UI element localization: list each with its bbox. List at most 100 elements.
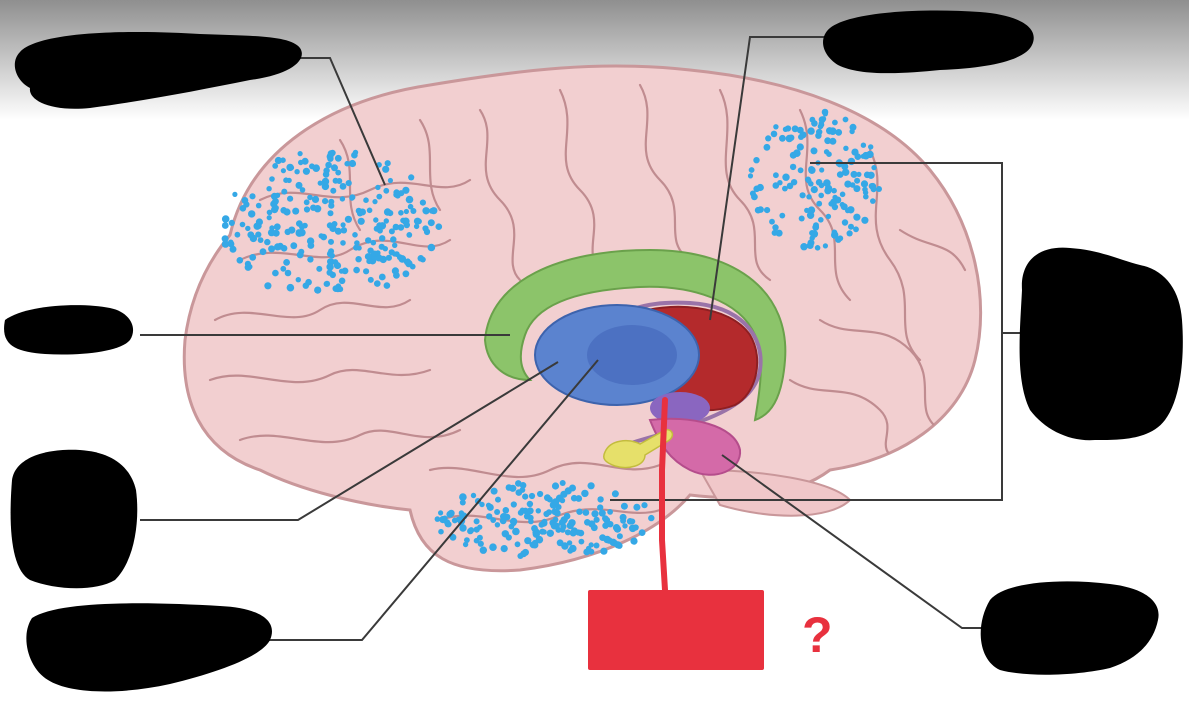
cortical-dot xyxy=(567,547,574,554)
cortical-dot xyxy=(528,492,536,500)
cortical-dot xyxy=(393,272,400,279)
cortical-dot xyxy=(280,168,286,174)
cortical-dot xyxy=(372,199,378,205)
cortical-dot xyxy=(870,186,877,193)
cortical-dot xyxy=(267,228,276,237)
cortical-dot xyxy=(853,226,859,233)
leader-line-top-right xyxy=(709,36,835,321)
cortical-dot xyxy=(364,253,372,260)
cortical-dot xyxy=(398,210,404,216)
redaction-left-middle xyxy=(4,305,134,355)
cortical-dot xyxy=(328,238,334,245)
cortical-dot xyxy=(321,177,330,186)
cortical-dot xyxy=(641,502,648,509)
cortical-dot xyxy=(392,223,400,231)
cortical-dot xyxy=(340,222,346,228)
cortical-dot xyxy=(239,205,247,212)
cortical-dot xyxy=(510,520,517,527)
cortical-dot xyxy=(408,174,415,181)
cortical-dot xyxy=(602,515,609,522)
cortical-dot xyxy=(822,111,828,117)
cortical-dot xyxy=(290,242,298,250)
cortical-dot xyxy=(264,238,271,246)
redaction-bottom-left xyxy=(26,603,272,692)
cortical-dot xyxy=(479,501,485,508)
cortical-dot xyxy=(477,540,484,547)
cortical-dot xyxy=(529,541,535,548)
cortical-dot xyxy=(269,225,275,231)
cortical-dot xyxy=(349,194,356,201)
cortical-dot xyxy=(566,522,574,530)
cortical-dot xyxy=(355,256,362,263)
cortical-dot xyxy=(593,516,600,523)
cortical-dot xyxy=(353,266,360,274)
cortical-dot xyxy=(793,149,801,157)
cortical-dot xyxy=(467,527,474,535)
red-pointer-line xyxy=(659,397,668,593)
cortical-dot xyxy=(470,492,477,499)
cortical-dot xyxy=(459,499,466,506)
cortical-dot xyxy=(365,237,372,244)
cortical-dot xyxy=(266,209,273,216)
cortical-dot xyxy=(419,199,426,206)
cortical-dot xyxy=(597,504,604,511)
cortical-dot xyxy=(829,137,837,145)
cortical-dot xyxy=(328,198,335,205)
cortical-dot xyxy=(806,242,814,249)
cortical-dot xyxy=(259,248,267,256)
cortical-dot xyxy=(390,236,397,243)
cortical-dot xyxy=(818,192,824,199)
cortical-dot xyxy=(327,210,334,217)
cortical-dot xyxy=(844,180,852,188)
cortical-dot xyxy=(228,219,235,226)
cortical-dot xyxy=(473,518,480,525)
cortical-dot xyxy=(393,189,400,196)
cortical-dot xyxy=(854,177,861,184)
cortical-dot xyxy=(281,188,288,195)
cortical-dot xyxy=(876,186,882,192)
cortical-dot xyxy=(489,543,497,551)
cortical-dot xyxy=(232,191,238,197)
cortical-dot xyxy=(359,208,366,216)
cortical-dot xyxy=(531,525,538,532)
cortical-dot xyxy=(822,243,829,249)
cortical-dot xyxy=(607,509,613,515)
cortical-dot xyxy=(427,219,435,227)
cortical-dot xyxy=(378,273,386,281)
gyri xyxy=(208,83,967,524)
cortical-dot xyxy=(295,277,301,283)
cortical-dot xyxy=(486,513,493,520)
cortical-dot xyxy=(255,231,262,238)
cortical-dot xyxy=(398,255,407,263)
cortical-dot xyxy=(514,541,521,548)
cortical-dot xyxy=(273,223,281,231)
cortical-dot xyxy=(839,191,846,198)
cortical-dot xyxy=(427,243,436,252)
cortical-dot xyxy=(459,524,467,532)
cortical-dot xyxy=(382,165,390,173)
cortical-dot xyxy=(505,534,512,541)
cortical-dot xyxy=(611,490,619,498)
cortical-dot xyxy=(808,166,815,173)
cortical-dot xyxy=(845,208,851,214)
cortical-dot xyxy=(816,128,823,136)
cortical-dot xyxy=(221,222,229,229)
cortical-dot xyxy=(332,285,340,292)
cortical-dot xyxy=(371,250,378,257)
cortical-dot xyxy=(553,509,561,517)
cortical-dot xyxy=(620,517,627,524)
cortical-dot xyxy=(249,254,257,261)
cortical-dot xyxy=(848,223,854,230)
cortical-dot xyxy=(563,512,571,520)
cortical-dot xyxy=(832,119,838,126)
cortical-dot xyxy=(473,537,480,544)
cortical-dot xyxy=(638,529,646,536)
cortical-dot xyxy=(818,182,825,189)
cortical-dot xyxy=(616,542,623,549)
cortical-dot xyxy=(438,528,444,535)
cortical-dot xyxy=(383,187,390,194)
cortical-dot xyxy=(340,227,348,234)
cortical-dot xyxy=(317,180,323,186)
cortical-dot xyxy=(264,282,272,290)
cortical-dot xyxy=(269,176,275,182)
